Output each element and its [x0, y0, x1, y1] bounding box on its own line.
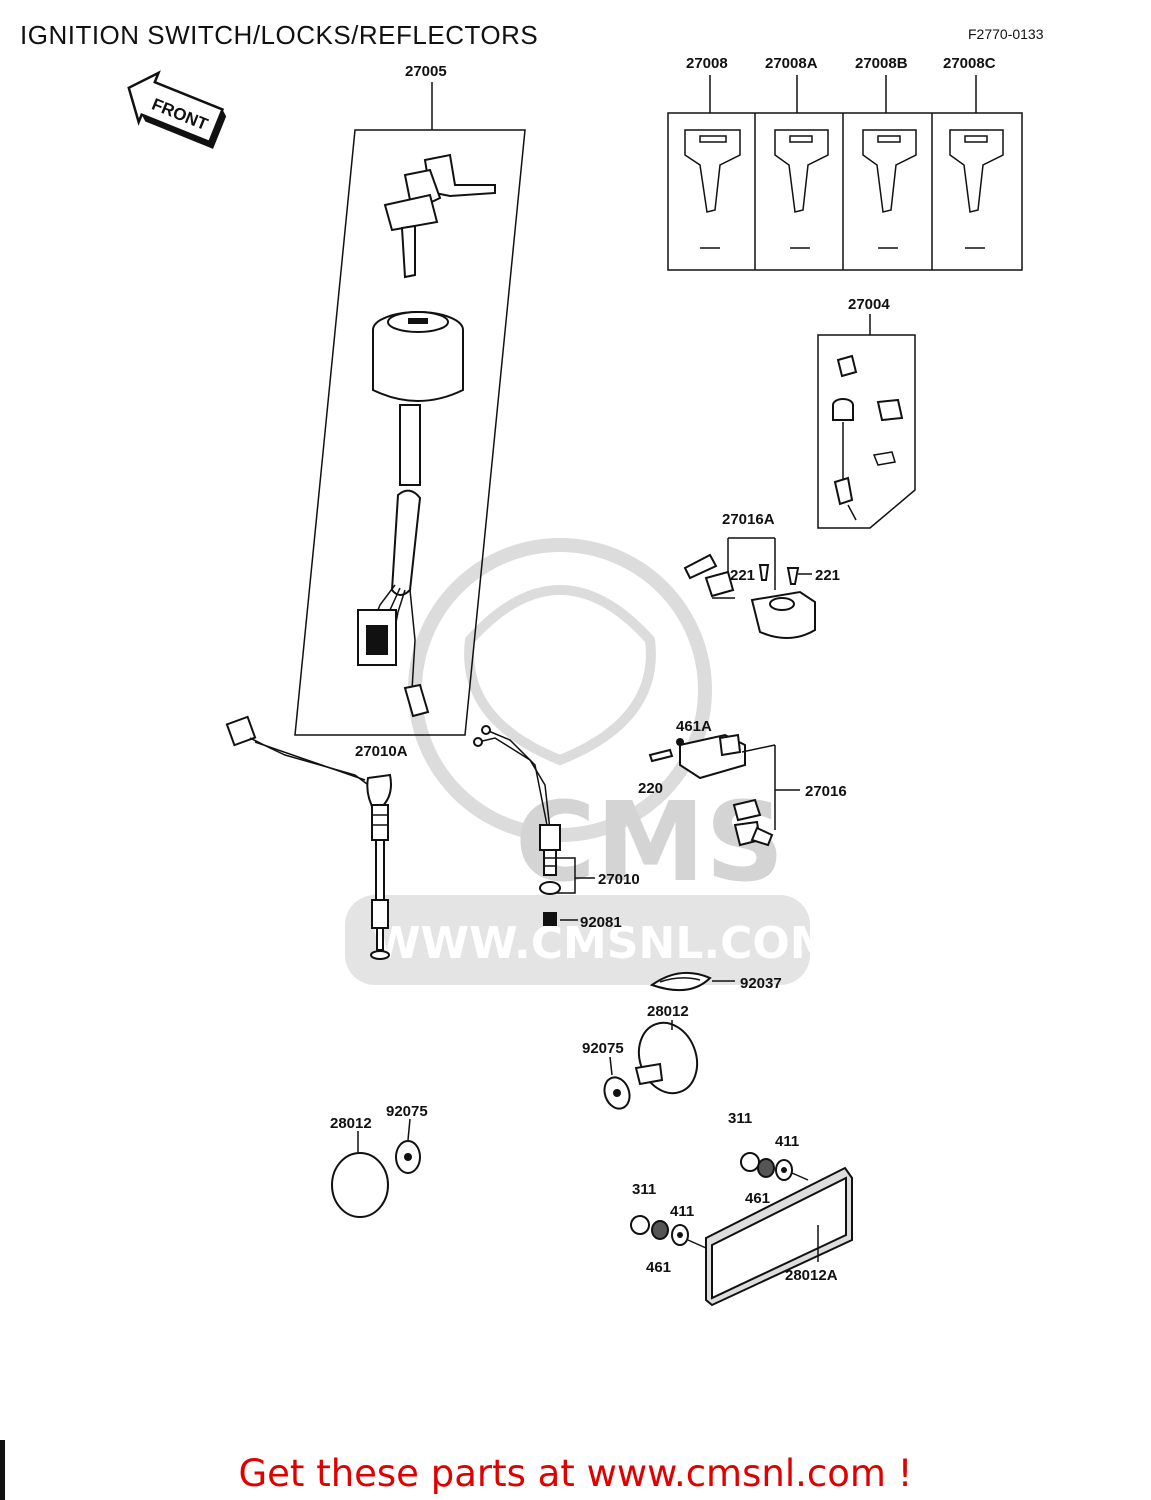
- footer-link-text[interactable]: Get these parts at www.cmsnl.com !: [238, 1452, 913, 1495]
- label-27010a: 27010A: [355, 743, 408, 760]
- label-92081: 92081: [580, 914, 622, 931]
- front-arrow-shape: [127, 70, 225, 144]
- figure-reference: F2770-0133: [968, 26, 1044, 42]
- label-28012-upper: 28012: [647, 1003, 689, 1020]
- key-blank-27008b: [862, 129, 917, 249]
- reflector-28012a: [630, 1152, 853, 1307]
- label-27008c: 27008C: [943, 55, 996, 72]
- label-27008b: 27008B: [855, 55, 908, 72]
- hardware-upper: [740, 1152, 809, 1181]
- label-221-left: 221: [730, 567, 755, 584]
- label-221-right: 221: [815, 567, 840, 584]
- lock-set-frame: [817, 334, 916, 529]
- label-27005: 27005: [405, 63, 447, 80]
- label-27004: 27004: [848, 296, 890, 313]
- ignition-switch-assembly: [294, 82, 526, 736]
- washer-461a: [676, 738, 684, 746]
- cable-27010a: [225, 715, 392, 960]
- switch-wiring: [357, 584, 430, 718]
- label-28012-lower: 28012: [330, 1115, 372, 1132]
- label-461-lower: 461: [646, 1259, 671, 1276]
- label-92037: 92037: [740, 975, 782, 992]
- ignition-keys: [383, 153, 496, 279]
- label-461-upper: 461: [745, 1190, 770, 1207]
- lead-92075-lower: [407, 1118, 411, 1141]
- page-title: IGNITION SWITCH/LOCKS/REFLECTORS: [20, 20, 539, 50]
- reflector-28012-lower: [331, 1118, 421, 1218]
- label-27008a: 27008A: [765, 55, 818, 72]
- clamp-92037: [649, 971, 735, 992]
- key-blank-27008: [684, 129, 741, 249]
- key-blank-27008a: [774, 129, 829, 249]
- label-92075-upper: 92075: [582, 1040, 624, 1057]
- lock-27016a: [683, 537, 816, 639]
- hardware-lower: [630, 1215, 707, 1249]
- front-arrow: FRONT: [127, 70, 227, 149]
- lead-27016a: [727, 537, 776, 590]
- label-92075-lower: 92075: [386, 1103, 428, 1120]
- ignition-switch-frame: [294, 129, 526, 736]
- key-blanks: [667, 75, 1023, 271]
- left-edge-bar: [0, 1440, 5, 1500]
- lead-92075-upper: [609, 1056, 613, 1076]
- clip-92081: [543, 912, 557, 926]
- label-461a: 461A: [676, 718, 712, 735]
- ignition-switch-body: [372, 311, 464, 596]
- label-27016: 27016: [805, 783, 847, 800]
- reflector-28012-upper: [603, 1020, 699, 1110]
- key-blanks-frame: [667, 112, 1023, 271]
- key-blank-27008c: [949, 129, 1004, 249]
- label-27010: 27010: [598, 871, 640, 888]
- lock-set: [817, 314, 916, 529]
- screw-221-a: [758, 564, 770, 581]
- watermark-banner: [345, 895, 810, 985]
- label-27008: 27008: [686, 55, 728, 72]
- watermark-url: WWW.CMSNL.COM: [372, 918, 834, 969]
- label-28012a: 28012A: [785, 1267, 838, 1284]
- screw-220: [648, 748, 674, 763]
- watermark-mascot: [464, 585, 656, 766]
- label-27016a: 27016A: [722, 511, 775, 528]
- label-311-upper: 311: [728, 1110, 752, 1127]
- lock-27016: [648, 733, 800, 847]
- label-311-lower: 311: [632, 1181, 656, 1198]
- label-411-lower: 411: [670, 1203, 694, 1220]
- screw-221-b: [786, 567, 800, 585]
- label-411-upper: 411: [775, 1133, 799, 1150]
- lead-27016: [741, 744, 800, 830]
- cable-27010: [473, 725, 595, 926]
- lead-27010: [555, 857, 595, 894]
- label-220: 220: [638, 780, 663, 797]
